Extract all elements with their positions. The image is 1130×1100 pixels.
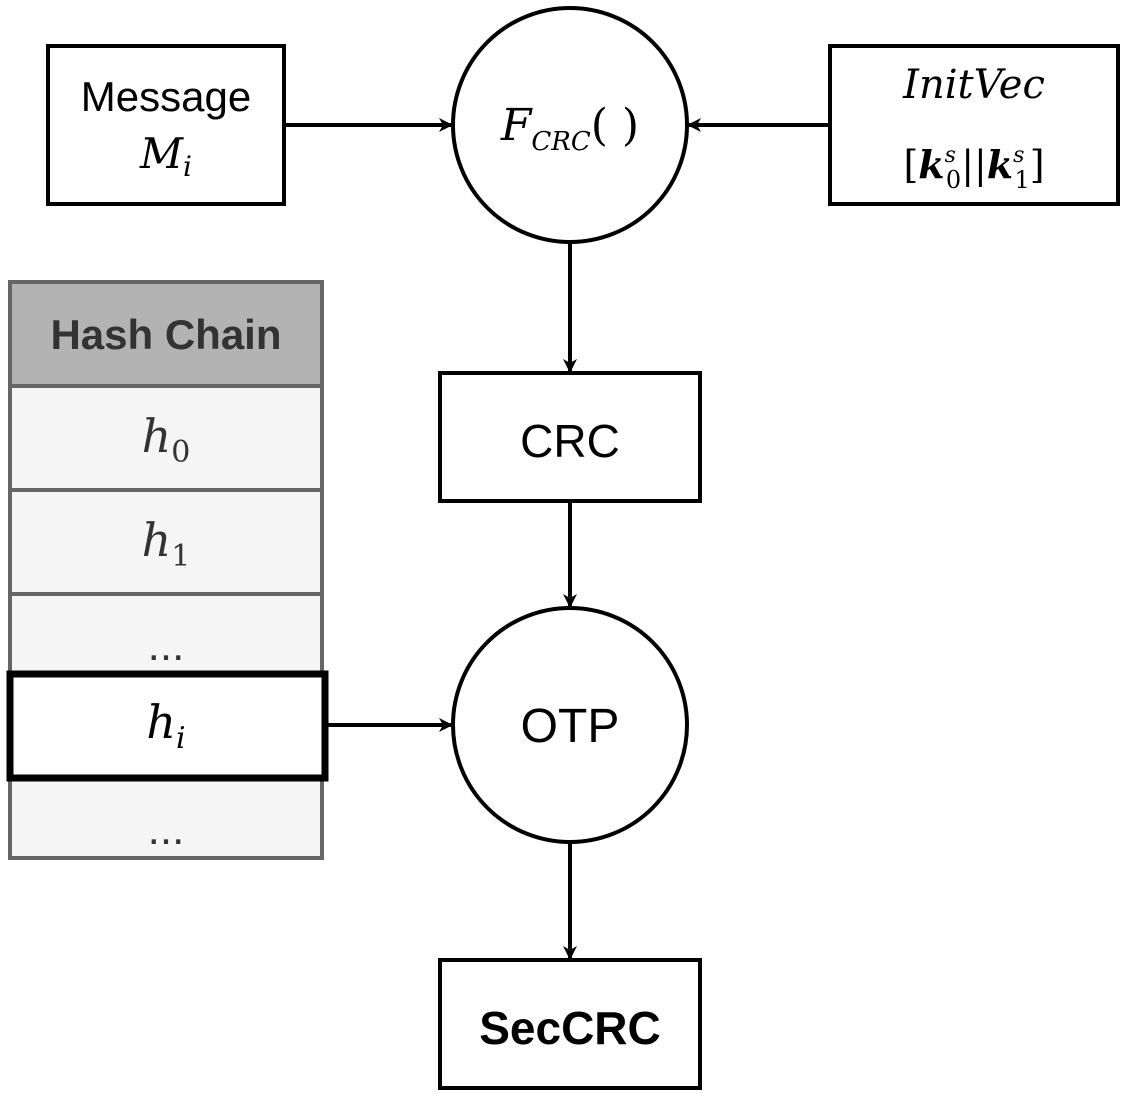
otp-node: OTP <box>451 606 689 844</box>
hash-chain-row <box>8 384 324 492</box>
hash-chain-header: Hash Chain <box>50 311 281 358</box>
crc-function-circle <box>451 6 689 244</box>
hash-chain-row-label: h0 <box>142 409 191 470</box>
hash-chain-header-cell <box>8 280 324 388</box>
init-vec-label: InitVec <box>902 62 1045 108</box>
hash-chain-row-label: hi <box>146 695 185 756</box>
init-vec-box-border <box>828 44 1120 206</box>
seccrc-label: SecCRC <box>479 1002 661 1054</box>
crc-function-node: FCRC( ) <box>451 6 689 244</box>
crc-box-border <box>438 371 702 503</box>
seccrc-box-border <box>438 958 702 1090</box>
hash-chain-table: Hash Chain h0 h1 ... ... hi <box>6 280 329 860</box>
hash-chain-row <box>8 592 324 676</box>
message-box-border <box>46 44 286 206</box>
message-label: Message <box>81 73 251 120</box>
hash-chain-row-label: ... <box>148 805 185 854</box>
hash-chain-row-label: ... <box>148 621 185 670</box>
otp-label: OTP <box>521 700 620 753</box>
crc-box: CRC <box>438 371 702 503</box>
connectors <box>284 118 830 960</box>
message-box: Message Mi <box>46 44 286 206</box>
hash-chain-row <box>8 776 324 860</box>
seccrc-box: SecCRC <box>438 958 702 1090</box>
message-symbol: Mi <box>139 129 192 183</box>
crc-label: CRC <box>520 415 620 467</box>
hash-chain-row-highlighted <box>6 670 329 782</box>
crc-function-label: FCRC( ) <box>500 100 639 157</box>
hash-chain-row-label: h1 <box>142 513 191 574</box>
